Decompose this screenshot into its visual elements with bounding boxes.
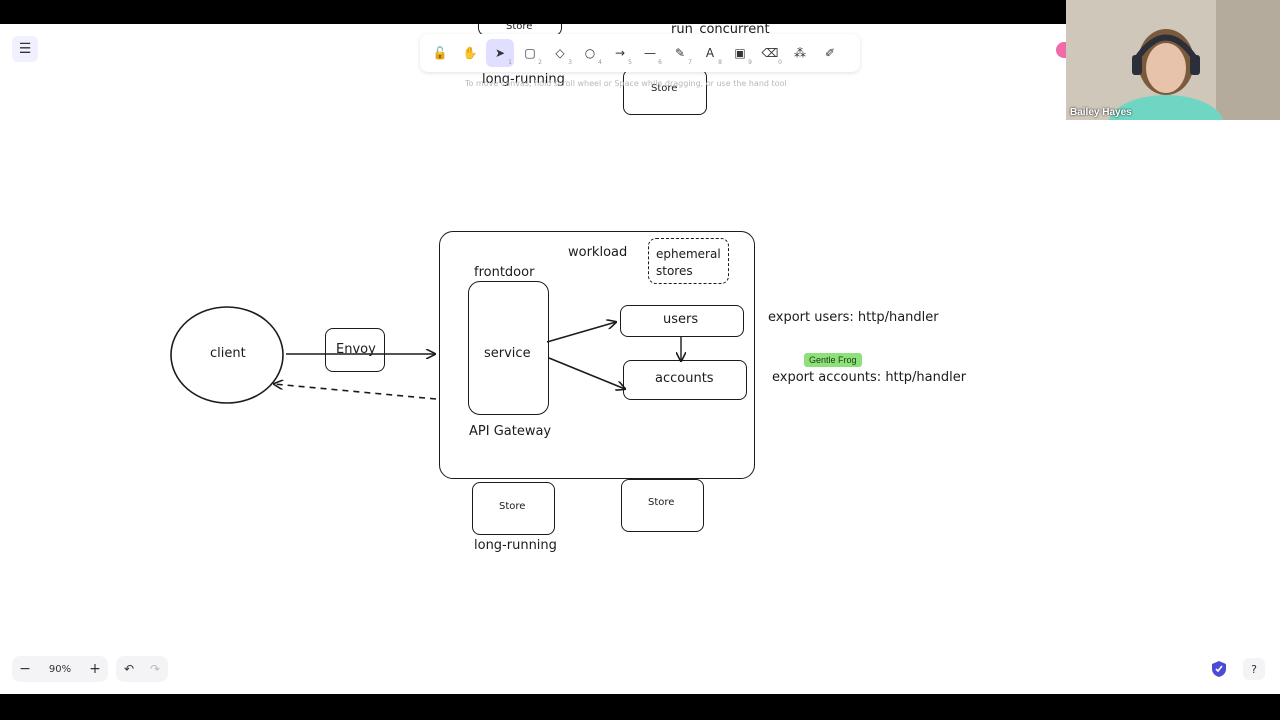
workload-container[interactable] bbox=[439, 231, 755, 479]
text-icon: A bbox=[705, 46, 715, 60]
diamond-icon: ◇ bbox=[555, 46, 565, 60]
export-users-label: export users: http/handler bbox=[768, 310, 939, 325]
participant-name: Bailey Hayes bbox=[1070, 107, 1132, 118]
tool-shortcut-number: 1 bbox=[508, 59, 512, 66]
lock-icon: 🔓 bbox=[432, 46, 448, 60]
wrench-icon: ✐ bbox=[824, 46, 836, 60]
zoom-controls: − 90% + bbox=[12, 656, 108, 682]
help-button[interactable]: ? bbox=[1243, 658, 1265, 680]
api-gateway-label: API Gateway bbox=[469, 424, 552, 439]
ellipse-tool[interactable]: ○4 bbox=[576, 39, 604, 67]
tool-shortcut-number: 0 bbox=[778, 59, 782, 66]
video-call-tile: Bailey Hayes bbox=[1066, 0, 1280, 120]
zoom-in-button[interactable]: + bbox=[89, 661, 101, 677]
tool-shortcut-number: 4 bbox=[598, 59, 602, 66]
top-store-label-b: Store bbox=[651, 83, 678, 94]
arrow-icon: → bbox=[614, 46, 626, 60]
top-long-running-label: long-running bbox=[482, 72, 565, 87]
store-right-label: Store bbox=[648, 497, 675, 508]
zoom-out-button[interactable]: − bbox=[19, 661, 31, 677]
undo-button[interactable]: ↶ bbox=[123, 662, 135, 676]
service-to-accounts-arrow bbox=[548, 357, 625, 389]
redo-button[interactable]: ↷ bbox=[149, 662, 161, 676]
zoom-level-reset[interactable]: 90% bbox=[48, 663, 72, 675]
gateway-to-client-dashed-arrow bbox=[274, 384, 437, 400]
store-box-right[interactable] bbox=[621, 479, 704, 532]
image-icon: ▣ bbox=[734, 46, 746, 60]
diamond-tool[interactable]: ◇3 bbox=[546, 39, 574, 67]
zoom-undo-controls: − 90% + ↶ ↷ bbox=[12, 656, 168, 682]
line-tool[interactable]: —6 bbox=[636, 39, 664, 67]
store-left-label: Store bbox=[499, 501, 526, 512]
tool-shortcut-number: 6 bbox=[658, 59, 662, 66]
tool-shortcut-number: 9 bbox=[748, 59, 752, 66]
client-label: client bbox=[210, 346, 246, 361]
tool-shortcut-number: 7 bbox=[688, 59, 692, 66]
ephemeral-stores-box[interactable] bbox=[648, 238, 729, 284]
accounts-label: accounts bbox=[655, 371, 714, 386]
store-box-left[interactable] bbox=[472, 482, 555, 535]
participant-video bbox=[1066, 0, 1280, 120]
undo-redo-controls: ↶ ↷ bbox=[116, 656, 168, 682]
selection-tool[interactable]: ➤1 bbox=[486, 39, 514, 67]
client-node bbox=[170, 306, 284, 404]
rectangle-tool[interactable]: ▢2 bbox=[516, 39, 544, 67]
envoy-box[interactable] bbox=[325, 328, 385, 372]
stores-label: stores bbox=[656, 264, 693, 278]
service-to-users-arrow bbox=[546, 322, 616, 343]
export-accounts-label: export accounts: http/handler bbox=[772, 370, 967, 385]
long-running-label: long-running bbox=[474, 538, 557, 553]
service-label: service bbox=[484, 346, 531, 361]
whiteboard-canvas[interactable]: Store run_concurrent long-running Store … bbox=[0, 24, 1280, 694]
draw-tool[interactable]: ✎7 bbox=[666, 39, 694, 67]
frontdoor-label: frontdoor bbox=[474, 265, 535, 280]
hamburger-icon: ☰ bbox=[18, 41, 32, 57]
canvas-hint-text: To move canvas, hold scroll wheel or Spa… bbox=[465, 79, 787, 88]
tool-shortcut-number: 3 bbox=[568, 59, 572, 66]
collaborator-avatar[interactable] bbox=[1056, 42, 1068, 58]
arrow-tool[interactable]: →5 bbox=[606, 39, 634, 67]
eraser-icon: ⌫ bbox=[761, 46, 779, 60]
tool-shortcut-number: 8 bbox=[718, 59, 722, 66]
run-concurrent-label: run_concurrent bbox=[671, 24, 770, 37]
pencil-icon: ✎ bbox=[674, 46, 686, 60]
image-tool[interactable]: ▣9 bbox=[726, 39, 754, 67]
shapes-icon: ⁂ bbox=[794, 46, 806, 60]
rectangle-icon: ▢ bbox=[524, 46, 536, 60]
ellipse-icon: ○ bbox=[584, 46, 596, 60]
main-menu-button[interactable]: ☰ bbox=[12, 36, 38, 62]
more-tools[interactable]: ⁂ bbox=[786, 39, 814, 67]
pointer-icon: ➤ bbox=[494, 46, 506, 60]
users-box[interactable] bbox=[620, 305, 744, 337]
lock-tool[interactable]: 🔓 bbox=[426, 39, 454, 67]
line-icon: — bbox=[644, 46, 656, 60]
extra-tool[interactable]: ✐ bbox=[816, 39, 844, 67]
shield-icon[interactable] bbox=[1211, 660, 1227, 678]
top-store-label-a: Store bbox=[506, 24, 533, 32]
eraser-tool[interactable]: ⌫0 bbox=[756, 39, 784, 67]
help-icon: ? bbox=[1251, 662, 1257, 676]
workload-label: workload bbox=[568, 245, 628, 260]
accounts-box[interactable] bbox=[623, 360, 747, 400]
tool-shortcut-number: 5 bbox=[628, 59, 632, 66]
hand-icon: ✋ bbox=[462, 46, 478, 60]
users-label: users bbox=[663, 312, 699, 327]
service-box[interactable] bbox=[468, 281, 549, 415]
envoy-label: Envoy bbox=[336, 342, 376, 357]
tool-shortcut-number: 2 bbox=[538, 59, 542, 66]
collaborator-cursor-label: Gentle Frog bbox=[804, 353, 862, 367]
ephemeral-label: ephemeral bbox=[656, 247, 721, 261]
hand-tool[interactable]: ✋ bbox=[456, 39, 484, 67]
diagram-connectors bbox=[170, 306, 1280, 404]
